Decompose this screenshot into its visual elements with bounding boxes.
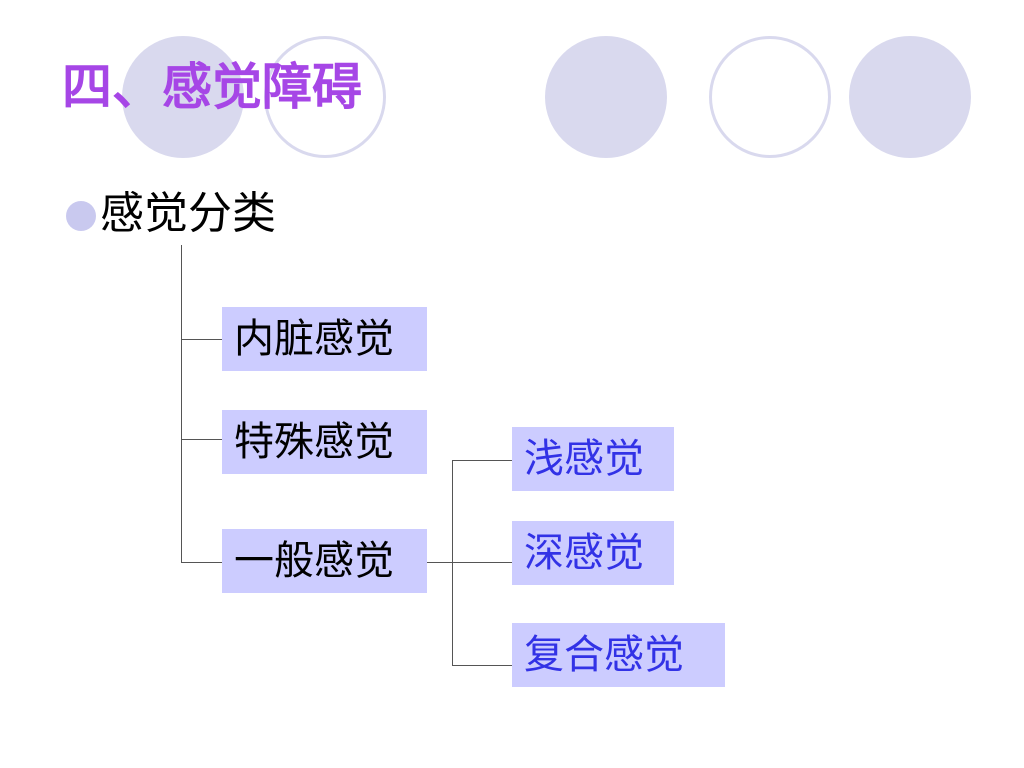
branch-line-visceral [181, 339, 222, 340]
subtype-composite-sensation: 复合感觉 [512, 623, 725, 687]
decor-circle-5 [849, 36, 971, 158]
category-visceral-sensation: 内脏感觉 [222, 307, 427, 371]
decor-circle-4 [709, 36, 831, 158]
slide-title: 四、感觉障碍 [62, 58, 362, 116]
branch-line-special [181, 439, 222, 440]
subtype-superficial-sensation: 浅感觉 [512, 427, 674, 491]
category-special-sensation: 特殊感觉 [222, 410, 427, 474]
bullet-icon [66, 201, 96, 231]
sub-branch-line-shallow [452, 460, 512, 461]
trunk-line [181, 245, 182, 563]
decor-circle-1 [122, 36, 244, 158]
decor-circle-3 [545, 36, 667, 158]
decor-circle-2 [264, 36, 386, 158]
bullet-heading: 感觉分类 [100, 188, 276, 239]
subtype-deep-sensation: 深感觉 [512, 521, 674, 585]
sub-branch-line-composite [452, 665, 512, 666]
general-out-line [426, 562, 512, 563]
branch-line-general [181, 562, 222, 563]
sub-trunk-line [452, 460, 453, 666]
category-general-sensation: 一般感觉 [222, 529, 427, 593]
